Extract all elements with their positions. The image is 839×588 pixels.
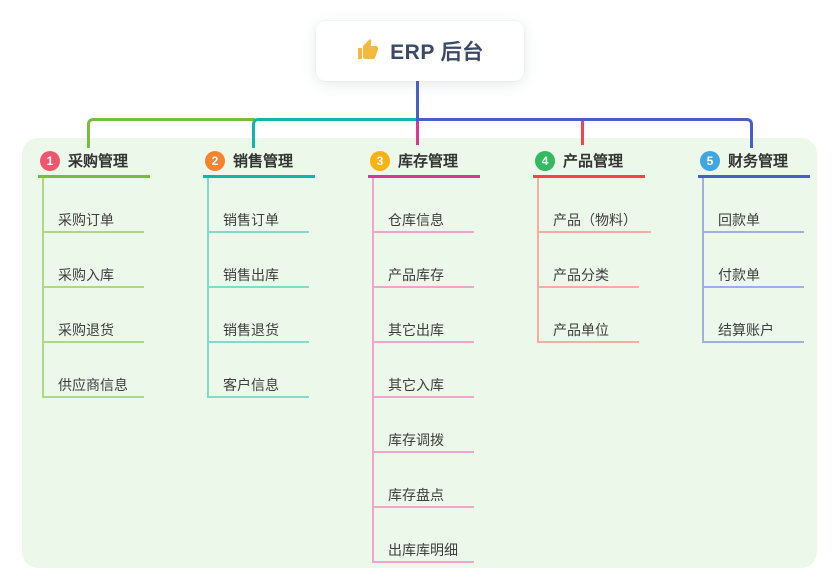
connector-drop-4 bbox=[581, 121, 584, 145]
branch-badge: 1 bbox=[40, 150, 60, 171]
branches-panel bbox=[22, 138, 817, 568]
branch-children-4: 产品（物料）产品分类产品单位 bbox=[537, 178, 651, 343]
child-node[interactable]: 产品单位 bbox=[539, 288, 639, 343]
connector-drop-3 bbox=[416, 121, 419, 145]
connector-corner-5 bbox=[416, 118, 753, 148]
child-node[interactable]: 回款单 bbox=[704, 178, 804, 233]
child-node[interactable]: 其它入库 bbox=[374, 343, 474, 398]
child-node[interactable]: 库存调拨 bbox=[374, 398, 474, 453]
child-node[interactable]: 出库库明细 bbox=[374, 508, 474, 563]
branch-header-3[interactable]: 3 库存管理 bbox=[368, 146, 480, 178]
child-node[interactable]: 其它出库 bbox=[374, 288, 474, 343]
child-node[interactable]: 付款单 bbox=[704, 233, 804, 288]
child-node[interactable]: 供应商信息 bbox=[44, 343, 144, 398]
branch-4: 4 产品管理产品（物料）产品分类产品单位 bbox=[533, 146, 651, 343]
branch-children-1: 采购订单采购入库采购退货供应商信息 bbox=[42, 178, 150, 398]
child-node[interactable]: 销售出库 bbox=[209, 233, 309, 288]
root-connector-line bbox=[416, 81, 419, 118]
child-node[interactable]: 销售退货 bbox=[209, 288, 309, 343]
branch-header-5[interactable]: 5 财务管理 bbox=[698, 146, 810, 178]
child-node[interactable]: 结算账户 bbox=[704, 288, 804, 343]
child-node[interactable]: 产品分类 bbox=[539, 233, 639, 288]
branch-badge: 4 bbox=[535, 150, 555, 171]
branch-header-2[interactable]: 2 销售管理 bbox=[203, 146, 315, 178]
branch-5: 5 财务管理回款单付款单结算账户 bbox=[698, 146, 810, 343]
child-node[interactable]: 客户信息 bbox=[209, 343, 309, 398]
branch-children-5: 回款单付款单结算账户 bbox=[702, 178, 810, 343]
child-node[interactable]: 采购退货 bbox=[44, 288, 144, 343]
branch-children-2: 销售订单销售出库销售退货客户信息 bbox=[207, 178, 315, 398]
branch-label: 产品管理 bbox=[563, 153, 624, 170]
branch-label: 财务管理 bbox=[728, 153, 789, 170]
child-node[interactable]: 仓库信息 bbox=[374, 178, 474, 233]
branch-label: 销售管理 bbox=[233, 153, 294, 170]
branch-2: 2 销售管理销售订单销售出库销售退货客户信息 bbox=[203, 146, 315, 398]
branch-header-4[interactable]: 4 产品管理 bbox=[533, 146, 645, 178]
branch-header-1[interactable]: 1 采购管理 bbox=[38, 146, 150, 178]
child-node[interactable]: 产品库存 bbox=[374, 233, 474, 288]
child-node[interactable]: 销售订单 bbox=[209, 178, 309, 233]
branch-1: 1 采购管理采购订单采购入库采购退货供应商信息 bbox=[38, 146, 150, 398]
root-title: ERP 后台 bbox=[390, 41, 484, 64]
branch-children-3: 仓库信息产品库存其它出库其它入库库存调拨库存盘点出库库明细 bbox=[372, 178, 480, 563]
branch-badge: 2 bbox=[205, 150, 225, 171]
branch-badge: 5 bbox=[700, 150, 720, 171]
child-node[interactable]: 产品（物料） bbox=[539, 178, 651, 233]
branch-badge: 3 bbox=[370, 150, 390, 171]
child-node[interactable]: 采购订单 bbox=[44, 178, 144, 233]
root-node[interactable]: ERP 后台 bbox=[316, 21, 524, 81]
child-node[interactable]: 库存盘点 bbox=[374, 453, 474, 508]
branch-label: 库存管理 bbox=[398, 153, 459, 170]
branch-3: 3 库存管理仓库信息产品库存其它出库其它入库库存调拨库存盘点出库库明细 bbox=[368, 146, 480, 563]
connector-corner-1 bbox=[87, 118, 255, 148]
child-node[interactable]: 采购入库 bbox=[44, 233, 144, 288]
thumbs-up-icon bbox=[358, 39, 379, 59]
connector-corner-2 bbox=[252, 118, 419, 148]
branch-label: 采购管理 bbox=[68, 153, 129, 170]
